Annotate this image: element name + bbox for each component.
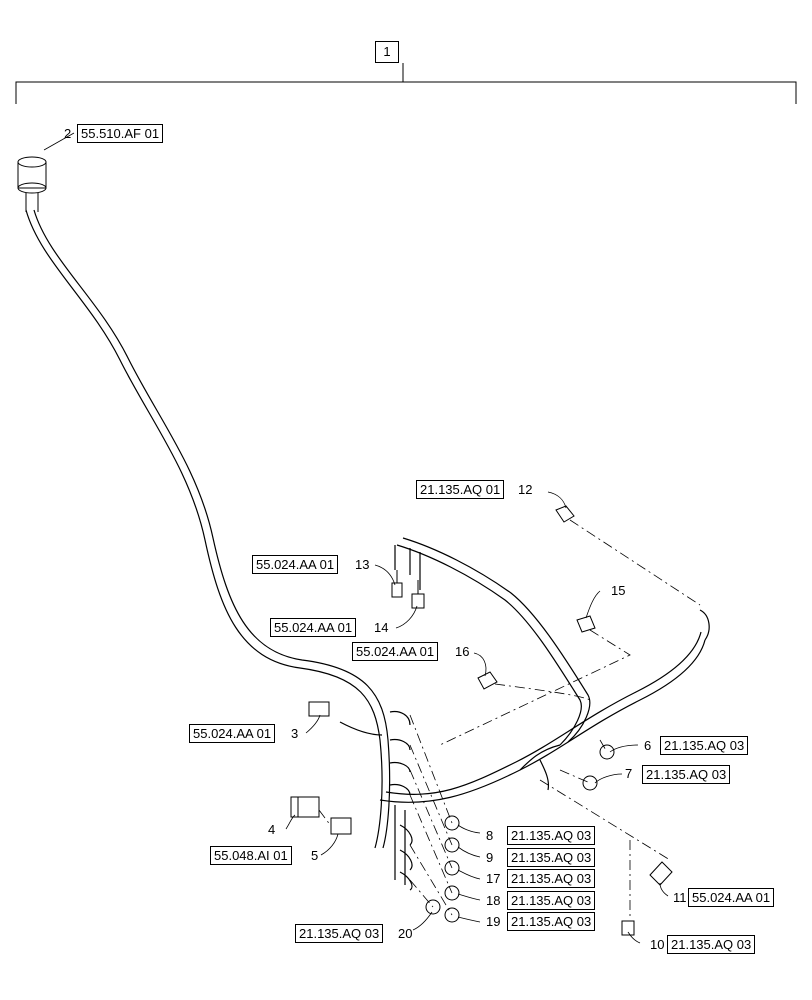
connector-icon-5 bbox=[330, 817, 352, 835]
connector-icon-11 bbox=[649, 861, 673, 886]
callout-item-11: 11 bbox=[673, 890, 687, 905]
connector-icon-14 bbox=[411, 580, 425, 609]
clip-icons bbox=[425, 815, 460, 923]
main-harness-cable bbox=[25, 209, 710, 891]
callout-ref-3[interactable]: 55.024.AA 01 bbox=[189, 724, 276, 743]
connector-icon-13 bbox=[391, 570, 403, 598]
callout-ref-18[interactable]: 21.135.AQ 03 bbox=[507, 891, 596, 910]
callout-item-13: 13 bbox=[355, 557, 370, 572]
callout-item-2: 2 bbox=[64, 126, 72, 141]
callout-item-17: 17 bbox=[486, 871, 501, 886]
callout-item-3: 3 bbox=[291, 726, 299, 741]
callout-ref-2[interactable]: 55.510.AF 01 bbox=[77, 124, 164, 143]
callout-ref-11[interactable]: 55.024.AA 01 bbox=[688, 888, 775, 907]
callout-ref-19[interactable]: 21.135.AQ 03 bbox=[507, 912, 596, 931]
callout-ref-10[interactable]: 21.135.AQ 03 bbox=[667, 935, 756, 954]
callout-ref-8[interactable]: 21.135.AQ 03 bbox=[507, 826, 596, 845]
callout-ref-16[interactable]: 55.024.AA 01 bbox=[352, 642, 439, 661]
connector-icon-7 bbox=[582, 775, 598, 791]
callout-ref-12[interactable]: 21.135.AQ 01 bbox=[416, 480, 505, 499]
callout-ref-17[interactable]: 21.135.AQ 03 bbox=[507, 869, 596, 888]
callout-item-19: 19 bbox=[486, 914, 501, 929]
callout-item-20: 20 bbox=[398, 926, 413, 941]
callout-ref-20[interactable]: 21.135.AQ 03 bbox=[295, 924, 384, 943]
callout-item-12: 12 bbox=[518, 482, 533, 497]
callout-item-4: 4 bbox=[268, 822, 276, 837]
callout-ref-14[interactable]: 55.024.AA 01 bbox=[270, 618, 357, 637]
callout-ref-5[interactable]: 55.048.AI 01 bbox=[210, 846, 292, 865]
callout-item-10: 10 bbox=[650, 937, 665, 952]
leader-lines bbox=[43, 132, 669, 944]
connector-icon-3 bbox=[308, 701, 330, 717]
round-connector-icon bbox=[17, 156, 47, 212]
connector-icon-6 bbox=[599, 744, 615, 760]
callout-ref-7[interactable]: 21.135.AQ 03 bbox=[642, 765, 731, 784]
callout-ref-13[interactable]: 55.024.AA 01 bbox=[252, 555, 339, 574]
callout-item-18: 18 bbox=[486, 893, 501, 908]
connector-icon-10 bbox=[621, 920, 635, 936]
connector-icon-15 bbox=[576, 615, 596, 633]
callout-item-8: 8 bbox=[486, 828, 494, 843]
assembly-label[interactable]: 1 bbox=[375, 41, 399, 63]
callout-item-16: 16 bbox=[455, 644, 470, 659]
callout-item-6: 6 bbox=[644, 738, 652, 753]
callout-item-5: 5 bbox=[311, 848, 319, 863]
projection-lines bbox=[318, 519, 701, 920]
callout-item-7: 7 bbox=[625, 766, 633, 781]
callout-ref-9[interactable]: 21.135.AQ 03 bbox=[507, 848, 596, 867]
callout-item-9: 9 bbox=[486, 850, 494, 865]
connector-icon-16 bbox=[477, 671, 498, 690]
assembly-bracket bbox=[15, 63, 797, 104]
callout-ref-6[interactable]: 21.135.AQ 03 bbox=[660, 736, 749, 755]
callout-item-14: 14 bbox=[374, 620, 389, 635]
connector-icon-4 bbox=[290, 796, 320, 818]
callout-item-15: 15 bbox=[611, 583, 626, 598]
connector-icon-12 bbox=[555, 505, 575, 523]
